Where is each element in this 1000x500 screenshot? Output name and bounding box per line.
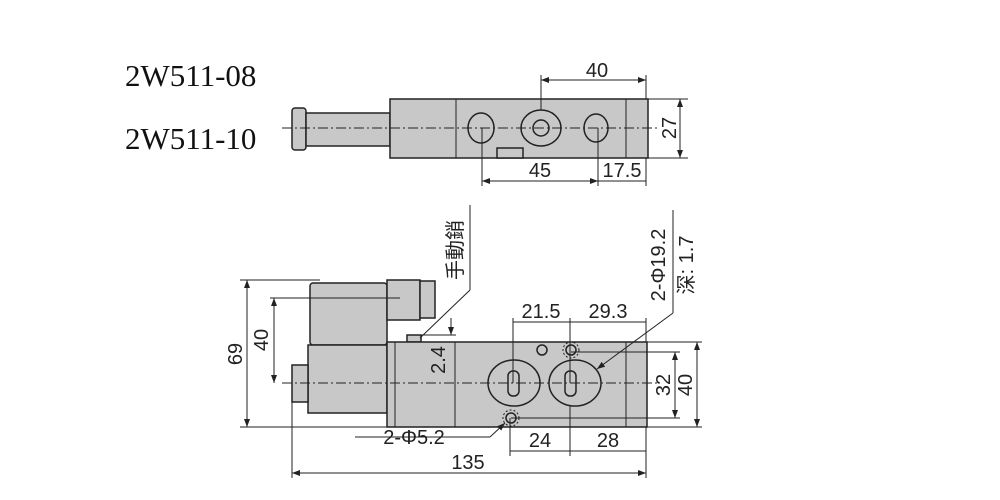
depth-label: 深: 1.7 — [675, 236, 698, 295]
dim-24: 24 — [529, 430, 551, 452]
dim-17-5: 17.5 — [603, 160, 642, 182]
dim-29-3: 29.3 — [589, 301, 628, 323]
mount-hole-label: 2-Φ5.2 — [383, 427, 445, 449]
dim-28: 28 — [597, 430, 619, 452]
coil — [307, 344, 388, 414]
knob-icon — [291, 107, 307, 151]
dim-40: 40 — [586, 60, 608, 82]
dim-40-right: 40 — [675, 374, 697, 396]
model-label-10: 2W511-10 — [125, 121, 257, 156]
manual-pin-label: 手動銷 — [444, 220, 467, 280]
top-view: 40 27 45 17.5 — [282, 60, 688, 186]
dim-21-5: 21.5 — [522, 301, 561, 323]
coil-connector — [309, 282, 388, 346]
solenoid-tube — [305, 112, 391, 147]
dim-135: 135 — [451, 452, 484, 474]
model-label-08: 2W511-08 — [125, 58, 257, 93]
dim-40-left: 40 — [251, 329, 273, 351]
front-view: 69 40 2.4 手動銷 21.5 29.3 2-Φ19.2 深: 1.7 3… — [225, 205, 702, 478]
connector-knob-icon — [419, 280, 436, 319]
dim-69: 69 — [225, 343, 247, 365]
dim-45: 45 — [529, 160, 551, 182]
port-size-label: 2-Φ19.2 — [648, 229, 670, 302]
dim-2-4: 2.4 — [428, 346, 450, 374]
dim-32: 32 — [653, 374, 675, 396]
dim-27: 27 — [659, 117, 681, 139]
